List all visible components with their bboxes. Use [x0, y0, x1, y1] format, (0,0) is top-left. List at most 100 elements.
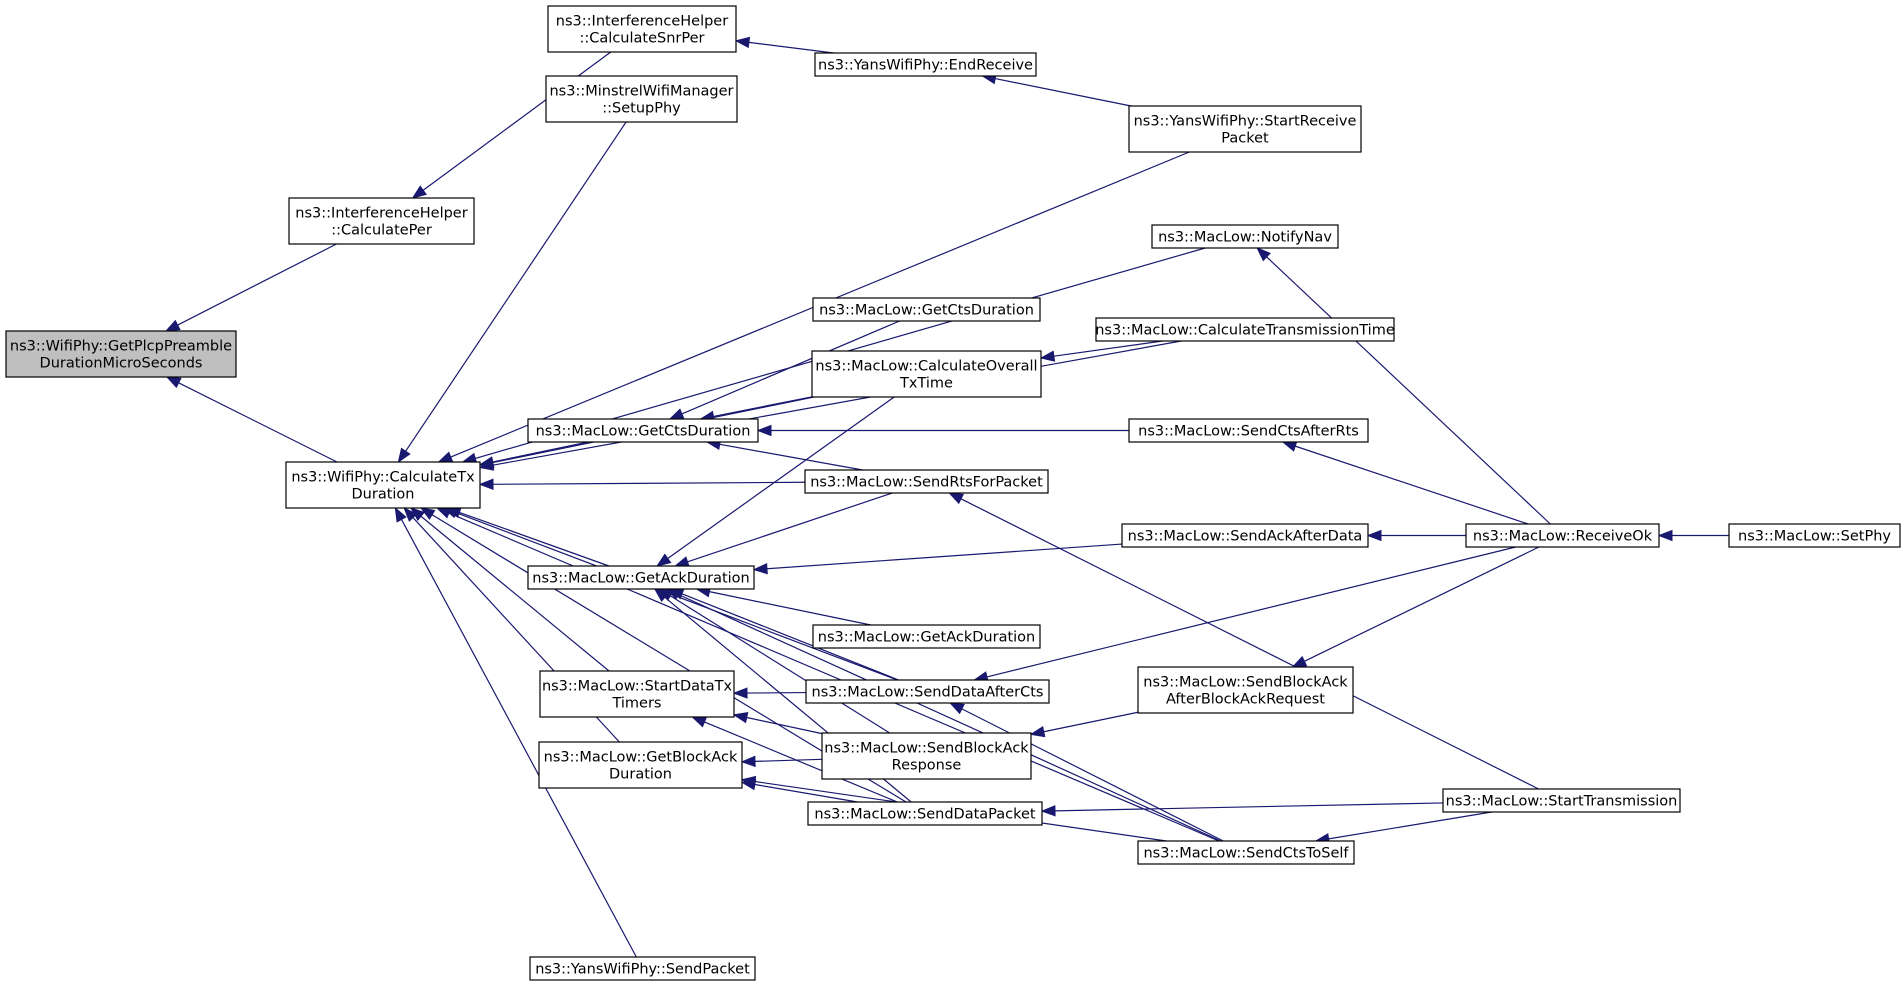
edge-yansStart-to-yansEnd [981, 73, 1132, 107]
node-box[interactable] [527, 418, 759, 443]
node-setPhy[interactable]: ns3::MacLow::SetPhy [1728, 523, 1901, 548]
node-box[interactable] [1137, 666, 1354, 714]
node-box[interactable] [812, 297, 1041, 322]
node-sendBlockAckAfter[interactable]: ns3::MacLow::SendBlockAckAfterBlockAckRe… [1137, 666, 1354, 714]
edge-sendCtsToSelf-to-sendDataAfterCts [949, 702, 1224, 842]
node-box[interactable] [811, 350, 1042, 398]
node-getCtsA[interactable]: ns3::MacLow::GetCtsDuration [812, 297, 1041, 322]
node-box[interactable] [529, 956, 756, 981]
node-box[interactable] [805, 679, 1050, 704]
node-box[interactable] [1121, 523, 1369, 548]
node-box[interactable] [1095, 317, 1395, 342]
edge-setPhy-to-receiveOk [1657, 529, 1729, 542]
node-sendAckAfterData[interactable]: ns3::MacLow::SendAckAfterData [1121, 523, 1369, 548]
node-label: ns3::MacLow::GetCtsDuration [536, 424, 751, 440]
node-calcPer[interactable]: ns3::InterferenceHelper::CalculatePer [288, 197, 475, 245]
node-box[interactable] [285, 461, 481, 509]
node-box[interactable] [1442, 788, 1681, 813]
edge-sendDataPacket-to-getBlockAck [740, 778, 858, 803]
node-root[interactable]: ns3::WifiPhy::GetPlcpPreambleDurationMic… [5, 330, 237, 378]
node-sendCtsToSelf[interactable]: ns3::MacLow::SendCtsToSelf [1137, 840, 1355, 865]
edge-getAckC-to-getAckB [695, 586, 871, 626]
node-label: ns3::MacLow::SetPhy [1738, 529, 1891, 545]
node-calcSnrPer[interactable]: ns3::InterferenceHelper::CalculateSnrPer [547, 5, 737, 53]
node-yansSend[interactable]: ns3::YansWifiPhy::SendPacket [529, 956, 756, 981]
edge-startTransmission-to-sendRts [948, 492, 1539, 790]
arrow-head [403, 506, 418, 522]
node-box[interactable] [1465, 523, 1660, 548]
node-label: ns3::MacLow::GetCtsDuration [819, 303, 1034, 319]
node-notifyNav[interactable]: ns3::MacLow::NotifyNav [1151, 224, 1339, 249]
arrow-head [756, 424, 772, 437]
edge-receiveOk-to-sendCtsAfterRts [1281, 440, 1529, 525]
node-box[interactable] [539, 670, 735, 718]
node-sendDataAfterCts[interactable]: ns3::MacLow::SendDataAfterCts [805, 679, 1050, 704]
node-box[interactable] [1128, 418, 1369, 443]
node-box[interactable] [821, 732, 1032, 780]
node-box[interactable] [807, 801, 1043, 826]
node-label: ns3::WifiPhy::GetPlcpPreamble [10, 339, 232, 355]
node-box[interactable] [1128, 105, 1362, 153]
node-box[interactable] [812, 624, 1041, 649]
node-label: ns3::YansWifiPhy::EndReceive [818, 58, 1033, 74]
node-receiveOk[interactable]: ns3::MacLow::ReceiveOk [1465, 523, 1660, 548]
node-calcTT[interactable]: ns3::MacLow::CalculateTransmissionTime [1095, 317, 1395, 342]
node-box[interactable] [1728, 523, 1901, 548]
node-box[interactable] [5, 330, 237, 378]
arrow-head [734, 36, 751, 49]
node-getCtsB[interactable]: ns3::MacLow::GetCtsDuration [527, 418, 759, 443]
arrow-head [1281, 440, 1298, 452]
node-box[interactable] [804, 469, 1049, 494]
node-minstrel[interactable]: ns3::MinstrelWifiManager::SetupPhy [545, 75, 738, 123]
node-getAckC[interactable]: ns3::MacLow::GetAckDuration [812, 624, 1041, 649]
node-label: ::SetupPhy [602, 101, 681, 117]
edge-receiveOk-to-sendAckAfterData [1366, 529, 1466, 542]
arrow-head [1657, 529, 1673, 542]
node-label: ns3::MacLow::SendDataPacket [814, 807, 1036, 823]
node-label: ns3::MacLow::StartTransmission [1446, 794, 1678, 810]
edge-getCtsA-to-getCtsB [668, 320, 900, 420]
node-box[interactable] [1151, 224, 1339, 249]
node-box[interactable] [527, 565, 755, 590]
edge-sendDataAfterCts-to-startDataTx [732, 687, 807, 699]
arrow-head [752, 562, 768, 575]
arrow-head [165, 376, 182, 389]
node-label: Duration [352, 487, 415, 503]
arrow-head [1029, 726, 1046, 738]
node-label: ns3::MacLow::CalculateTransmissionTime [1095, 323, 1395, 339]
edge-receiveOk-to-sendDataAfterCts [972, 546, 1516, 683]
arrow-head [948, 492, 965, 505]
node-label: ns3::MacLow::SendBlockAck [1143, 675, 1348, 691]
node-sendRts[interactable]: ns3::MacLow::SendRtsForPacket [804, 469, 1049, 494]
node-box[interactable] [538, 741, 743, 789]
edge-minstrel-to-calcTx [397, 121, 627, 464]
node-label: ns3::MacLow::SendCtsToSelf [1143, 846, 1349, 862]
node-yansEnd[interactable]: ns3::YansWifiPhy::EndReceive [814, 52, 1037, 77]
arrow-head [732, 711, 749, 724]
edge-startTransmission-to-sendCtsToSelf [1314, 811, 1492, 845]
node-box[interactable] [288, 197, 475, 245]
edge-receiveOk-to-notifyNav [1256, 247, 1551, 525]
node-getAckB[interactable]: ns3::MacLow::GetAckDuration [527, 565, 755, 590]
edge-calcTT-to-calcOverall [1039, 340, 1163, 362]
node-sendCtsAfterRts[interactable]: ns3::MacLow::SendCtsAfterRts [1128, 418, 1369, 443]
node-label: ns3::InterferenceHelper [295, 206, 467, 222]
arrow-head [655, 553, 672, 567]
node-box[interactable] [547, 5, 737, 53]
node-startTransmission[interactable]: ns3::MacLow::StartTransmission [1442, 788, 1681, 813]
node-label: ns3::MacLow::CalculateOverall [815, 359, 1037, 375]
edge-sendAckAfterData-to-getAckB [752, 543, 1123, 575]
node-box[interactable] [814, 52, 1037, 77]
node-box[interactable] [545, 75, 738, 123]
arrow-head [478, 478, 494, 491]
node-box[interactable] [1137, 840, 1355, 865]
node-sendDataPacket[interactable]: ns3::MacLow::SendDataPacket [807, 801, 1043, 826]
arrow-head [478, 456, 495, 468]
